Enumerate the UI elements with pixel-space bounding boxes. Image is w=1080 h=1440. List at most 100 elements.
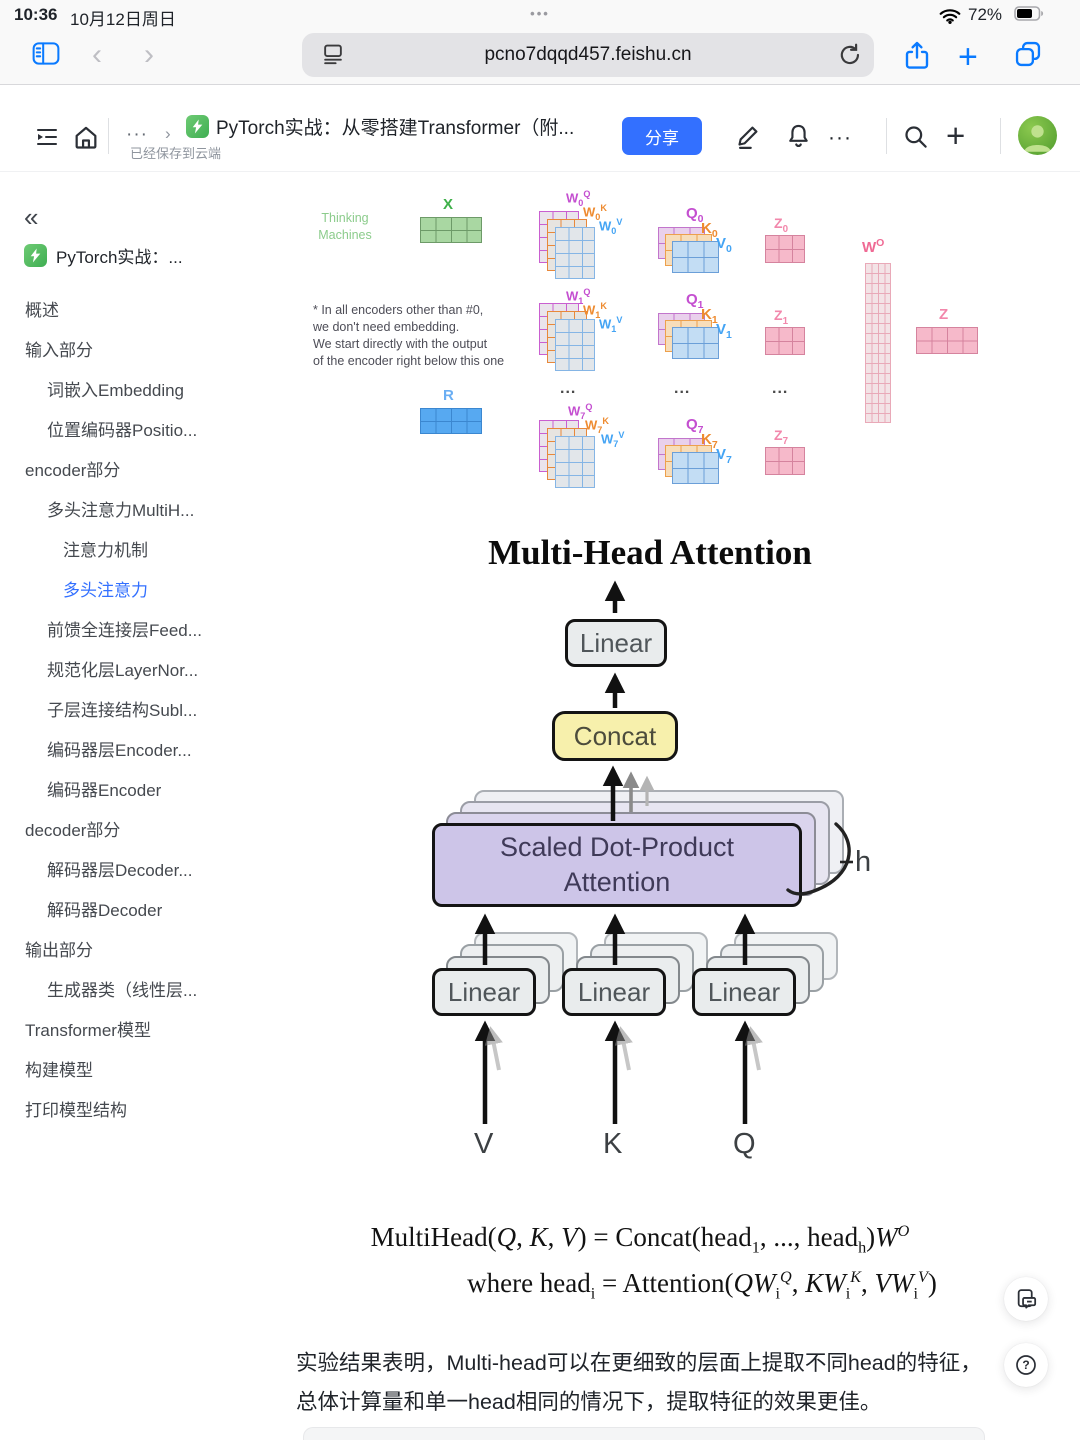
page-format-icon[interactable]: [322, 43, 344, 71]
toc-item[interactable]: encoder部分: [25, 460, 121, 480]
back-button[interactable]: ‹: [92, 38, 102, 71]
toc-doc-title-row[interactable]: PyTorch实战：...: [24, 243, 183, 268]
v0-label: V0: [716, 235, 732, 255]
wifi-icon: [938, 7, 962, 29]
z-final-label: Z: [939, 306, 949, 323]
q0-label: Q0: [686, 205, 704, 225]
save-status: 已经保存到云端: [130, 146, 222, 161]
v7-label: V7: [716, 446, 732, 466]
toc-doc-title: PyTorch实战：...: [56, 248, 183, 267]
matrix-w7v: [555, 436, 595, 488]
doc-header: [0, 85, 1080, 172]
w1k-label: W1K: [583, 301, 607, 320]
concat-box: Concat: [552, 711, 678, 761]
toc-item[interactable]: 生成器类（线性层...: [47, 980, 198, 1000]
toc-item[interactable]: 多头注意力MultiH...: [47, 500, 195, 520]
q7-label: Q7: [686, 416, 704, 436]
encoder-note: * In all encoders other than #0,we don't…: [313, 303, 505, 368]
url-text: pcno7dqqd457.feishu.cn: [484, 44, 692, 65]
toc-item[interactable]: 编码器层Encoder...: [47, 740, 192, 760]
matrix-r-label: R: [443, 387, 454, 404]
create-new-icon[interactable]: +: [946, 117, 966, 154]
q-input-label: Q: [733, 1128, 756, 1160]
breadcrumb-doc-title[interactable]: PyTorch实战：从零搭建Transformer（附...: [216, 118, 575, 139]
toc-doc-icon: [24, 244, 47, 267]
notification-bell-icon[interactable]: [785, 122, 812, 154]
multitask-handle[interactable]: •••: [530, 6, 550, 21]
battery-icon: [1014, 6, 1044, 26]
toc-item[interactable]: 解码器层Decoder...: [47, 860, 193, 880]
toc-item[interactable]: 打印模型结构: [25, 1100, 127, 1120]
z0-label: Z0: [774, 215, 789, 235]
toc-item-active[interactable]: 多头注意力: [63, 580, 148, 600]
toc-item[interactable]: Transformer模型: [25, 1020, 151, 1040]
k1-label: K1: [701, 306, 718, 326]
search-icon[interactable]: [902, 123, 929, 155]
linear-v-box: Linear: [432, 968, 536, 1016]
matrix-z-final: [916, 327, 978, 354]
toc-item[interactable]: 位置编码器Positio...: [47, 420, 198, 440]
status-date: 10月12日周日: [70, 10, 176, 29]
toc-collapse-icon[interactable]: «: [24, 202, 39, 232]
w0q-label: W0Q: [566, 189, 591, 208]
matrix-z0: [765, 235, 805, 263]
svg-text:?: ?: [1022, 1358, 1029, 1372]
toc-item[interactable]: 规范化层LayerNor...: [47, 660, 199, 680]
home-icon[interactable]: [72, 123, 100, 156]
v-input-label: V: [474, 1128, 494, 1160]
matrix-v1: [672, 327, 719, 359]
matrix-v0: [672, 241, 719, 273]
table-of-contents: 概述 输入部分 词嵌入Embedding 位置编码器Positio... enc…: [0, 288, 272, 1128]
header-divider-left: [108, 118, 109, 154]
help-button[interactable]: ?: [1004, 1343, 1048, 1387]
avatar[interactable]: [1018, 116, 1057, 155]
chrome-divider: [0, 84, 1080, 85]
q1-label: Q1: [686, 291, 704, 311]
header-more-icon[interactable]: ···: [828, 126, 852, 149]
w1v-label: W1V: [599, 315, 623, 334]
breadcrumb-more[interactable]: ···: [126, 124, 148, 145]
status-time: 10:36: [14, 5, 58, 24]
toc-item[interactable]: 子层连接结构Subl...: [47, 700, 198, 720]
multihead-formula-line2: where headi = Attention(QWiQ, KWiK, VWiV…: [467, 1268, 937, 1303]
toc-item[interactable]: 概述: [25, 300, 59, 320]
toc-item[interactable]: 解码器Decoder: [47, 900, 163, 920]
ellipsis-qkv: ...: [674, 380, 691, 397]
toc-item[interactable]: 输入部分: [25, 340, 93, 360]
share-button[interactable]: 分享: [622, 117, 702, 155]
toc-item[interactable]: 编码器Encoder: [47, 780, 162, 800]
matrix-wo: [865, 263, 891, 423]
forward-button[interactable]: ›: [144, 38, 154, 71]
share-icon[interactable]: [903, 40, 931, 75]
matrix-w0v: [555, 227, 595, 279]
toc-item[interactable]: 构建模型: [25, 1060, 93, 1080]
breadcrumb-chevron-icon: ›: [165, 124, 171, 143]
w0v-label: W0V: [599, 217, 623, 236]
matrix-v7: [672, 452, 719, 484]
address-bar[interactable]: [302, 33, 874, 77]
toc-item[interactable]: 词嵌入Embedding: [47, 380, 185, 400]
edit-icon[interactable]: [735, 122, 762, 154]
new-tab-icon[interactable]: +: [958, 38, 978, 76]
refresh-icon[interactable]: [838, 43, 862, 72]
comment-panel-button[interactable]: [1004, 1277, 1048, 1321]
battery-percent: 72%: [968, 5, 1003, 24]
toc-item[interactable]: decoder部分: [25, 820, 121, 840]
k7-label: K7: [701, 431, 718, 451]
matrix-w1v: [555, 319, 595, 371]
h-count-label: h: [855, 846, 872, 878]
toc-item[interactable]: 输出部分: [25, 940, 93, 960]
toc-item[interactable]: 前馈全连接层Feed...: [47, 620, 202, 640]
toc-item[interactable]: 注意力机制: [63, 540, 148, 560]
toc-panel-icon[interactable]: [34, 125, 60, 154]
linear-top-box: Linear: [565, 619, 667, 667]
tabs-icon[interactable]: [1014, 40, 1042, 73]
w7v-label: W7V: [601, 430, 625, 449]
code-block-top: [303, 1427, 985, 1440]
sdpa-box: Scaled Dot-Product Attention: [432, 823, 802, 907]
safari-sidebar-toggle-icon[interactable]: [31, 40, 61, 72]
question-mark-icon: ?: [1016, 1355, 1036, 1375]
figure-title: Multi-Head Attention: [488, 533, 812, 572]
header-divider-right: [1000, 118, 1001, 154]
